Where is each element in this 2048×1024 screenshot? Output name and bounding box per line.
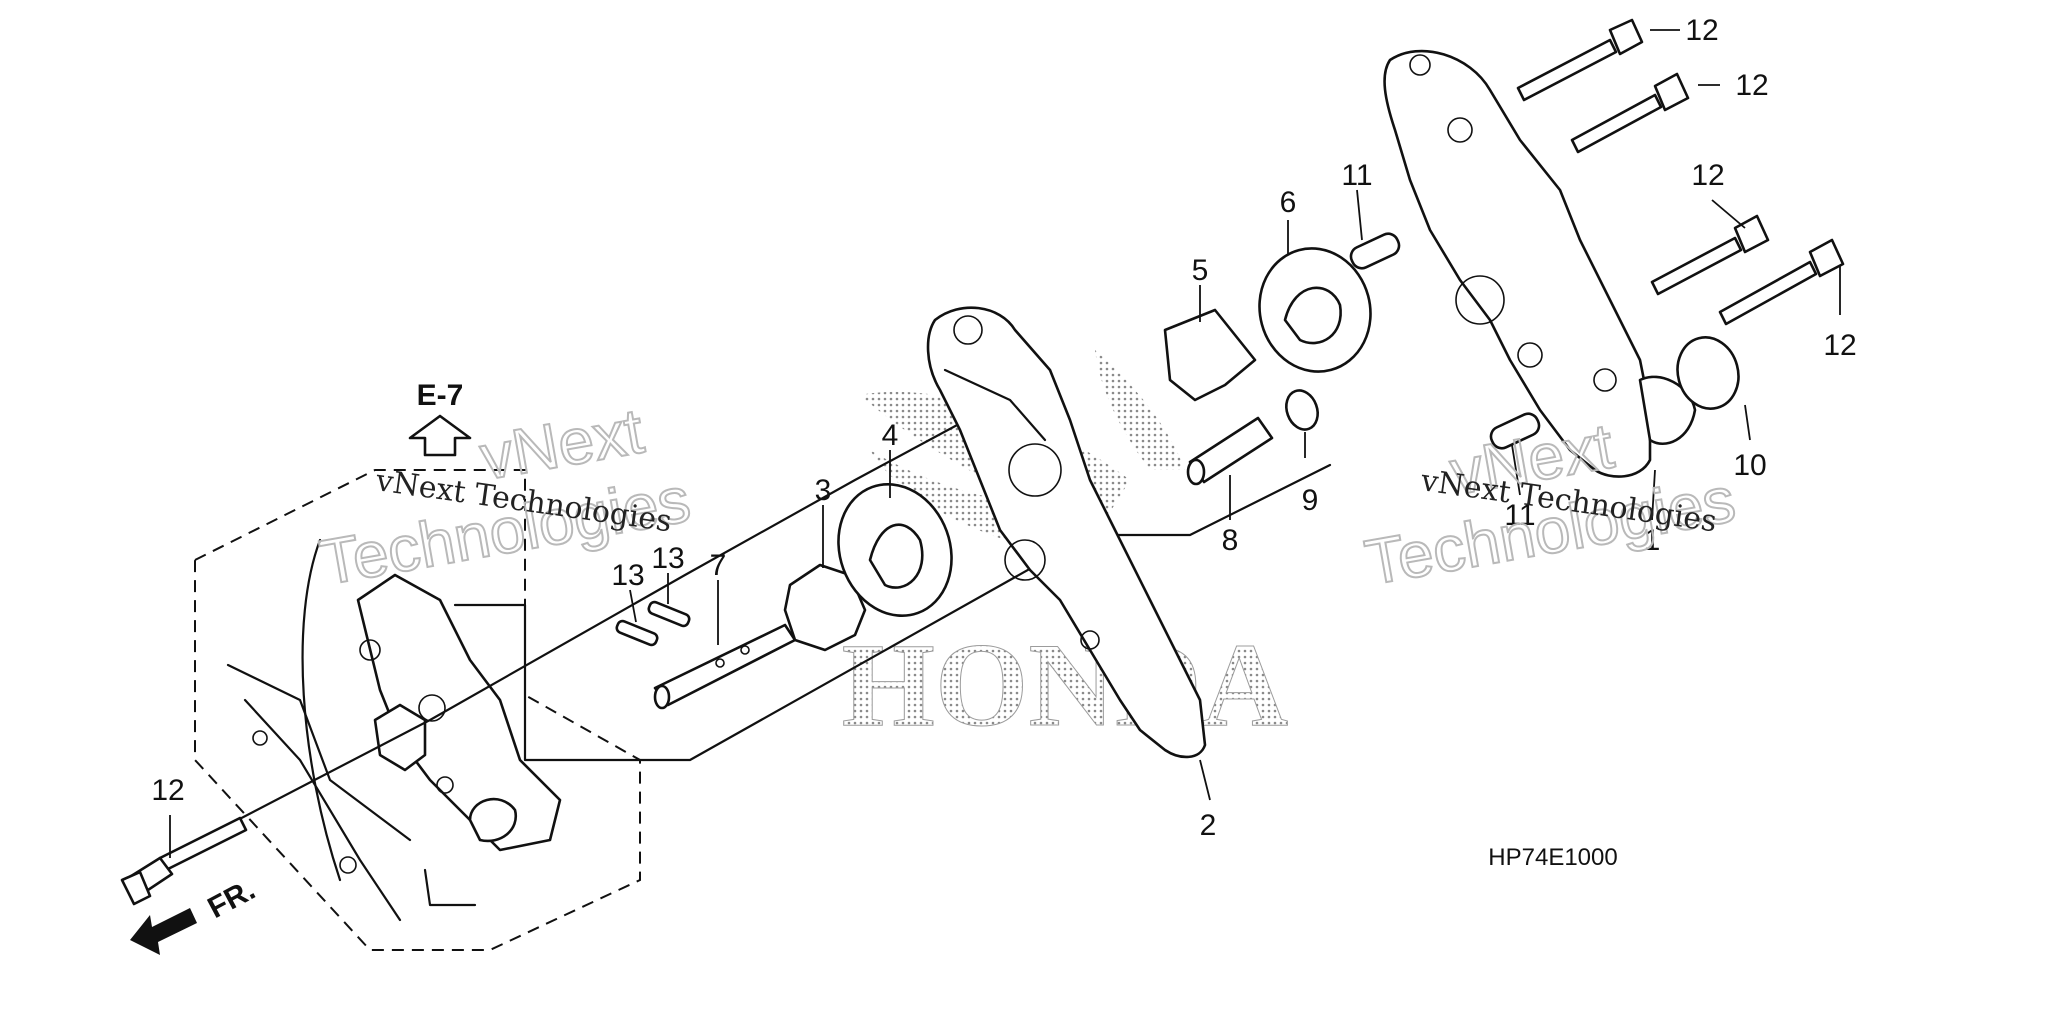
callout-10: 10 [1733, 449, 1766, 482]
callout-5: 5 [1192, 254, 1209, 287]
section-ref-label: E-7 [417, 379, 464, 412]
callout-12-r1: 12 [1685, 14, 1718, 47]
dowel-11-upper [1349, 232, 1401, 270]
watermark-right: vNext Technologies vNext Technologies [1359, 408, 1741, 599]
flange-bolt-12-r3 [1650, 214, 1770, 296]
flange-bolt-12-r4 [1718, 238, 1845, 326]
flange-bolt-12-left [120, 816, 248, 906]
assembly-axis-line [453, 463, 1332, 762]
callout-labels: 12 13 13 7 3 4 5 6 11 9 8 2 10 1 11 12 1… [151, 14, 1856, 842]
callout-1: 1 [1644, 524, 1661, 557]
callout-6: 6 [1280, 186, 1297, 219]
callout-4: 4 [882, 419, 899, 452]
arrow-up-icon [408, 414, 472, 457]
outer-rotor-6 [1258, 247, 1372, 373]
section-reference: E-7 [408, 379, 472, 457]
callout-12-left: 12 [151, 774, 184, 807]
callout-7: 7 [710, 549, 727, 582]
bolt-axis-line [178, 408, 987, 852]
callout-12-r3: 12 [1691, 159, 1724, 192]
o-ring-10 [1676, 336, 1740, 410]
outer-rotor-4 [837, 482, 953, 618]
leader-lines [169, 29, 1841, 858]
flange-bolt-12-r1 [1516, 18, 1644, 102]
callout-9: 9 [1302, 484, 1319, 517]
inner-rotor-3 [783, 563, 867, 652]
callout-11-upper: 11 [1341, 159, 1372, 192]
arrow-left-icon [130, 908, 197, 955]
front-label: FR. [202, 873, 260, 925]
callout-11-lower: 11 [1504, 499, 1535, 532]
dowel-11-lower [1489, 412, 1541, 450]
callout-12-r2: 12 [1735, 69, 1768, 102]
flange-bolt-12-r2 [1570, 72, 1690, 154]
pump-cover-1 [1383, 49, 1697, 478]
dowel-pin-13a [615, 619, 659, 647]
engine-case-inset [194, 469, 641, 951]
diagram-reference-code: HP74E1000 [1488, 844, 1617, 871]
callout-8: 8 [1222, 524, 1239, 557]
callout-3: 3 [815, 474, 832, 507]
shaft-pin-8 [1186, 416, 1274, 486]
pump-shaft-7 [653, 623, 797, 710]
callout-13-a: 13 [611, 559, 644, 592]
callout-12-r4: 12 [1823, 329, 1856, 362]
callout-2: 2 [1200, 809, 1217, 842]
o-ring-9 [1285, 389, 1319, 431]
pump-body-2 [926, 306, 1207, 759]
callout-13-b: 13 [651, 542, 684, 575]
drive-joint-5 [1163, 308, 1257, 402]
honda-logo-text: HONDA [842, 618, 1289, 751]
dowel-pin-13b [647, 600, 691, 628]
